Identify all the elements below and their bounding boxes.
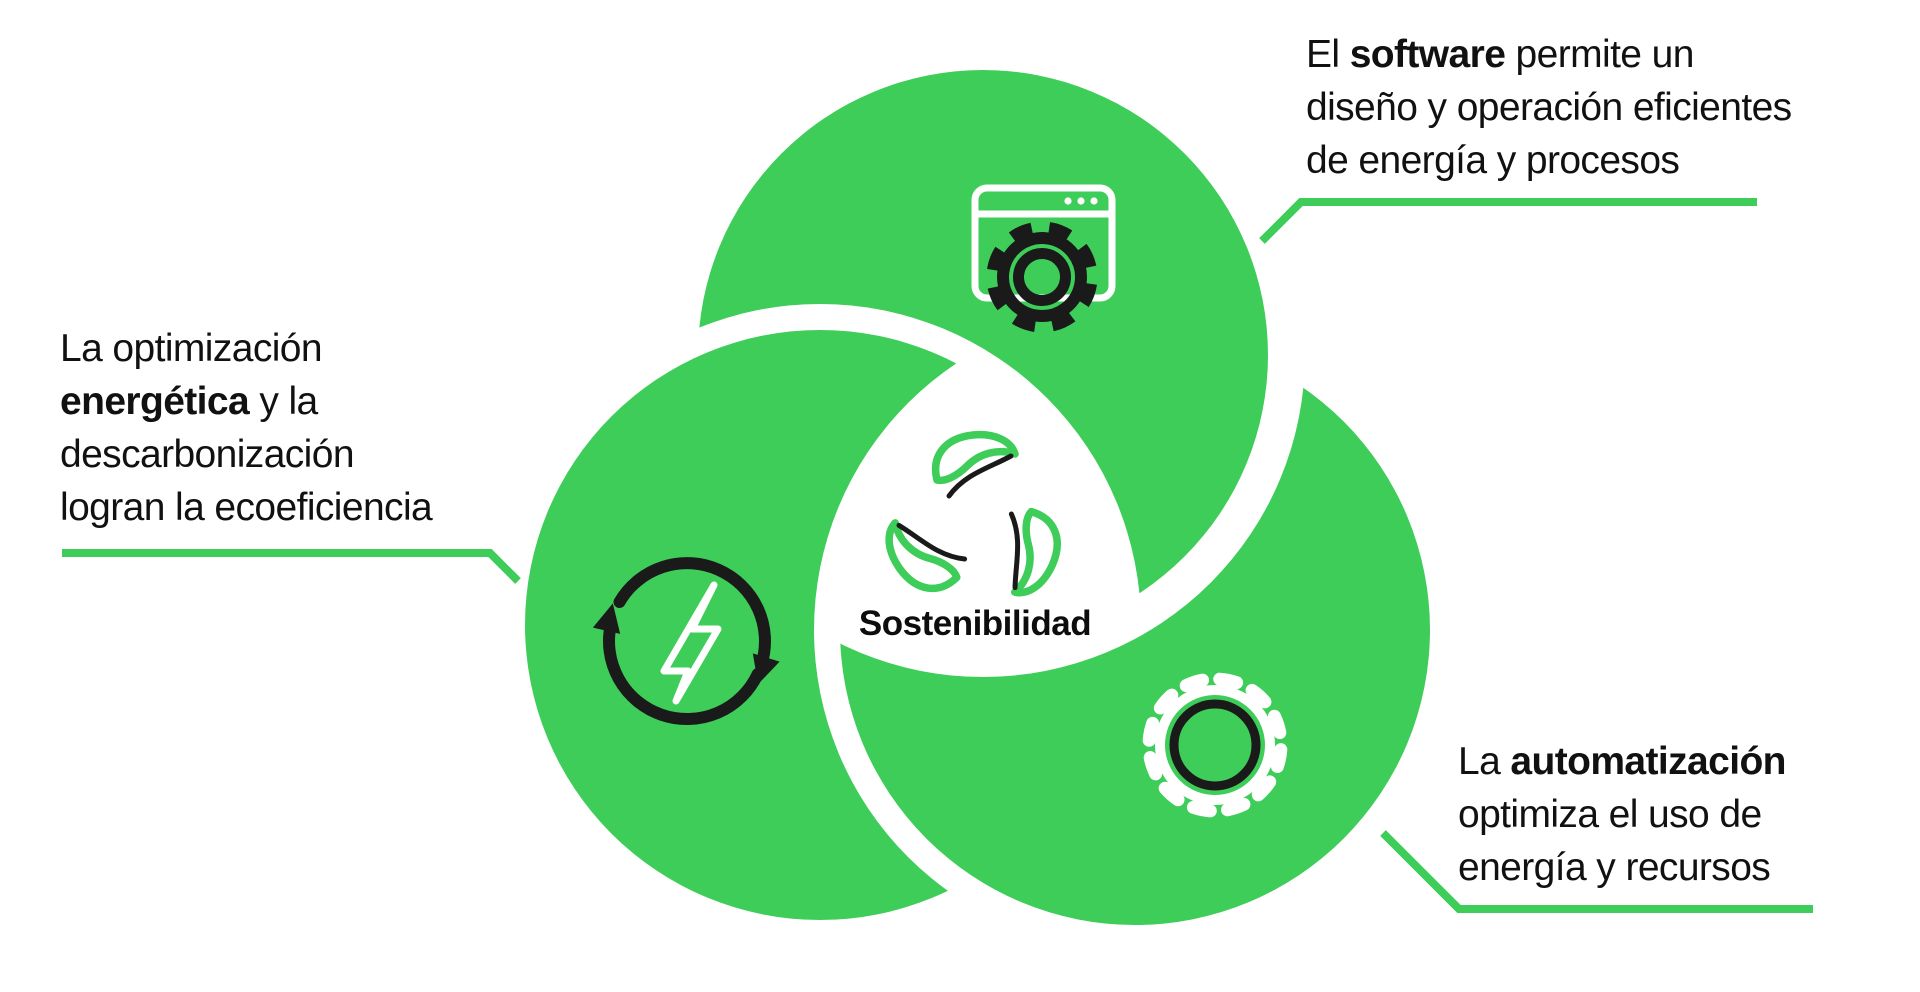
energy-callout-text: La optimización energética y la descarboni… [60, 322, 433, 534]
center-label: Sostenibilidad [858, 604, 1092, 643]
text-line: La automatización [1458, 740, 1787, 783]
text-line: logran la ecoeficiencia [60, 486, 433, 529]
text-line: diseño y operación eficientes [1306, 86, 1792, 129]
software-callout-text: El software permite un diseño y operación… [1306, 28, 1792, 187]
energy-callout-line [62, 549, 521, 584]
text-line: La optimización [60, 327, 323, 370]
automation-callout-text: La automatización optimiza el uso de energ… [1458, 735, 1787, 894]
text-line: El software permite un [1306, 33, 1694, 76]
text-line: descarbonización [60, 433, 355, 476]
energy-cycle-bolt-icon [592, 557, 780, 726]
automation-callout-line [1380, 830, 1813, 913]
recycle-leaves-icon [885, 430, 1061, 597]
automation-gear-icon [1142, 672, 1288, 818]
software-callout-line [1259, 198, 1757, 244]
text-line: optimiza el uso de [1458, 793, 1762, 836]
text-line: energía y recursos [1458, 846, 1771, 889]
text-line: energética y la [60, 380, 318, 423]
text-line: de energía y procesos [1306, 139, 1680, 182]
